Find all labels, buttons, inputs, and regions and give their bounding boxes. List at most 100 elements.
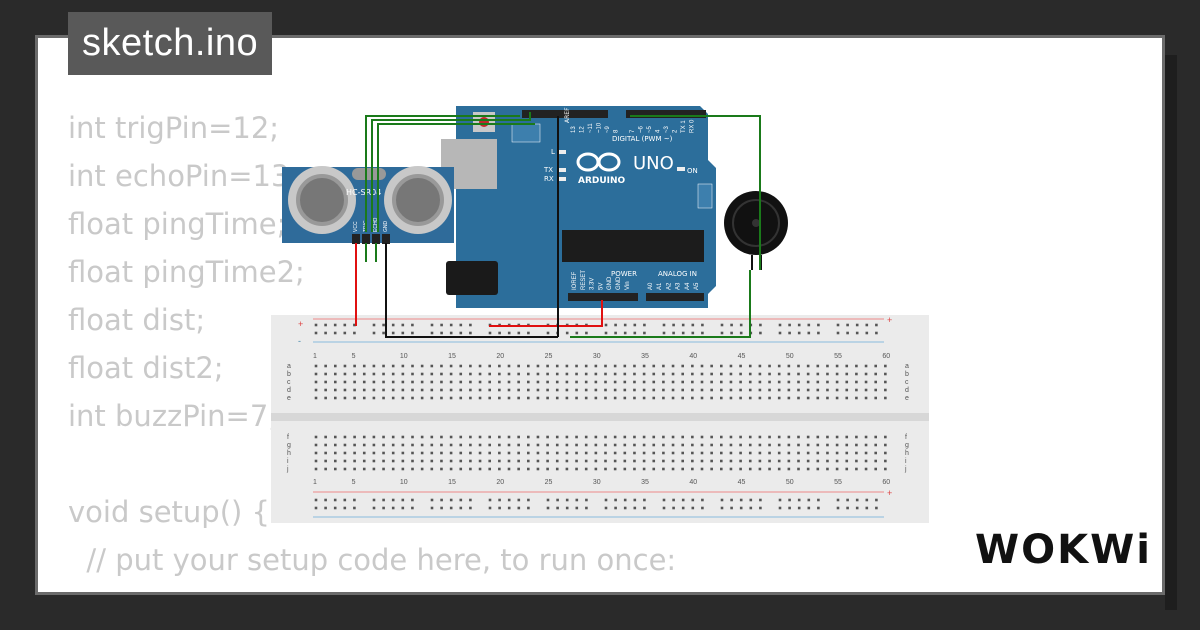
wires bbox=[355, 112, 761, 338]
analog-pin-label: A4 bbox=[685, 282, 691, 290]
row-letter: g bbox=[905, 442, 909, 449]
column-number: 15 bbox=[448, 479, 456, 486]
sensor-pin-label: VCC bbox=[353, 221, 359, 232]
analog-label: ANALOG IN bbox=[658, 270, 697, 278]
row-letter: h bbox=[287, 450, 291, 457]
sensor-pin-label: GND bbox=[383, 221, 389, 233]
wire-black-gnd-sensor bbox=[385, 243, 558, 338]
sketch-title[interactable]: sketch.ino bbox=[68, 12, 273, 75]
arduino-uno[interactable]: AREF DIGITAL (PWM ~) L TX RX UNO ARDUINO… bbox=[441, 106, 716, 308]
wire-green-echo bbox=[377, 123, 535, 232]
column-number: 25 bbox=[545, 479, 553, 486]
led-label-l: L bbox=[551, 148, 555, 156]
led-label-tx: TX bbox=[543, 166, 553, 174]
digital-pin-label: ~10 bbox=[597, 122, 603, 133]
digital-pin-label: TX 1 bbox=[681, 120, 687, 133]
analog-pin-label: A1 bbox=[657, 282, 663, 290]
wire-red-5v bbox=[489, 300, 603, 327]
digital-pin-label: 13 bbox=[571, 126, 577, 133]
code-line: float dist2; bbox=[68, 351, 224, 385]
code-line: float pingTime2; bbox=[68, 255, 305, 289]
column-number: 10 bbox=[400, 353, 408, 360]
column-number: 40 bbox=[689, 353, 697, 360]
row-letter: e bbox=[905, 395, 909, 402]
column-number: 60 bbox=[882, 479, 890, 486]
digital-pin-label: 8 bbox=[614, 129, 620, 133]
column-number: 45 bbox=[738, 479, 746, 486]
microcontroller-chip bbox=[562, 230, 704, 262]
column-number: 50 bbox=[786, 353, 794, 360]
column-number: 35 bbox=[641, 479, 649, 486]
power-header bbox=[568, 293, 638, 301]
plus-label-top: + bbox=[298, 319, 303, 329]
column-number: 5 bbox=[352, 353, 356, 360]
digital-pin-label: 4 bbox=[656, 129, 662, 133]
plus-label-bottom: + bbox=[887, 488, 892, 498]
column-number: 10 bbox=[400, 479, 408, 486]
row-letter: e bbox=[287, 395, 291, 402]
wire-green-buzzer bbox=[630, 115, 761, 270]
reset-button-cap[interactable] bbox=[479, 117, 489, 127]
column-number: 1 bbox=[313, 353, 317, 360]
analog-pin-label: A3 bbox=[676, 282, 682, 290]
analog-pin-label: A0 bbox=[648, 282, 654, 290]
digital-label: DIGITAL (PWM ~) bbox=[612, 135, 673, 143]
board-brand: ARDUINO bbox=[578, 176, 626, 186]
column-number: 55 bbox=[834, 479, 842, 486]
power-pin-label: RESET bbox=[581, 270, 587, 290]
digital-header-right bbox=[626, 110, 706, 118]
board-model: UNO bbox=[633, 153, 674, 174]
row-letter: d bbox=[287, 387, 291, 394]
column-number: 35 bbox=[641, 353, 649, 360]
row-letter: j bbox=[904, 466, 907, 473]
code-line: int trigPin=12; bbox=[68, 111, 280, 145]
wire-green-trig bbox=[371, 112, 531, 232]
row-letter: b bbox=[287, 371, 291, 378]
column-number: 30 bbox=[593, 479, 601, 486]
power-pin-label: IOREF bbox=[572, 271, 578, 290]
digital-pin-label: RX 0 bbox=[690, 119, 696, 133]
code-line: int echoPin=13; bbox=[68, 159, 300, 193]
column-number: 30 bbox=[593, 353, 601, 360]
power-pin-label: GND bbox=[616, 276, 622, 290]
power-pin-label: GND bbox=[607, 276, 613, 290]
buzzer[interactable] bbox=[724, 191, 788, 270]
column-number: 60 bbox=[882, 353, 890, 360]
analog-pin-label: A5 bbox=[694, 282, 700, 290]
plus-label-top-right: + bbox=[887, 315, 892, 325]
power-label: POWER bbox=[611, 270, 637, 278]
wire-green-vcc-digital bbox=[365, 115, 520, 232]
breadboard-trench bbox=[271, 413, 929, 421]
digital-pin-label: 7 bbox=[630, 129, 636, 133]
code-line: int buzzPin=7; bbox=[68, 399, 279, 433]
minus-label-top: - bbox=[298, 336, 301, 346]
power-pin-label: 5V bbox=[598, 283, 604, 290]
wire-green-ground-rail bbox=[570, 270, 751, 338]
on-label: ON bbox=[687, 167, 698, 175]
row-letter: a bbox=[287, 363, 291, 370]
wokwi-logo: WOKWi bbox=[975, 527, 1152, 573]
row-letter: i bbox=[905, 458, 907, 465]
row-letter: h bbox=[905, 450, 909, 457]
row-letter: b bbox=[905, 371, 909, 378]
power-jack bbox=[446, 261, 498, 295]
column-number: 1 bbox=[313, 479, 317, 486]
column-number: 20 bbox=[496, 479, 504, 486]
digital-pin-label: ~11 bbox=[588, 123, 594, 133]
row-letter: f bbox=[287, 434, 289, 441]
sensor-model: HC-SR04 bbox=[346, 188, 381, 197]
digital-pin-label: ~3 bbox=[664, 125, 670, 133]
row-letter: d bbox=[905, 387, 909, 394]
code-line: float pingTime; bbox=[68, 207, 287, 241]
breadboard-holes bbox=[314, 323, 887, 510]
digital-header-left bbox=[522, 110, 608, 118]
analog-header bbox=[646, 293, 704, 301]
